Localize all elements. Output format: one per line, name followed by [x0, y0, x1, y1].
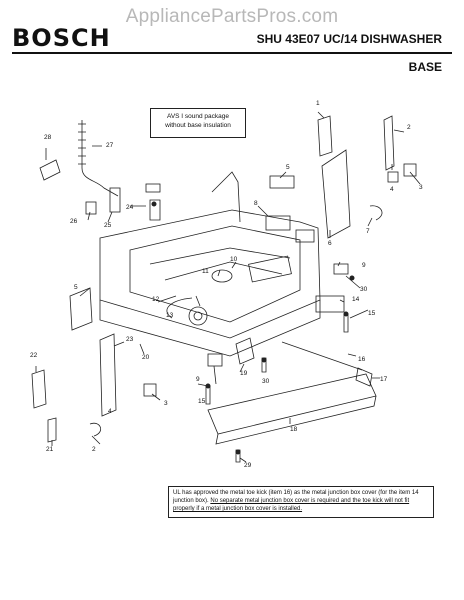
callout-24: 24: [126, 204, 134, 211]
callout-26: 26: [70, 218, 78, 225]
base-tub-front: [99, 300, 321, 357]
callout-18: 18: [290, 426, 298, 433]
pump: [211, 269, 233, 283]
part-24: [149, 199, 161, 221]
callout-25: 25: [104, 222, 112, 229]
callout-30-lower: 30: [262, 378, 270, 385]
screw-15: [343, 311, 349, 317]
watermark: AppliancePartsPros.com: [125, 6, 339, 27]
fill-hose: [81, 120, 119, 197]
part-3: [403, 163, 417, 177]
callout-22: 22: [30, 352, 38, 359]
ul-note-box: UL has approved the metal toe kick (item…: [168, 486, 434, 518]
callout-15-lower: 15: [198, 398, 206, 405]
avs-note-line1: AVS I sound package: [166, 113, 230, 120]
section-title: BASE: [408, 60, 442, 74]
part-22: [31, 369, 47, 409]
callout-3: 3: [419, 184, 423, 191]
fill-hose-coil: [78, 123, 86, 165]
callout-19: 19: [240, 370, 248, 377]
base-tub-rib: [149, 247, 291, 265]
part-2: [383, 115, 395, 171]
part-15-lower: [205, 385, 211, 405]
part-14: [315, 295, 345, 313]
header-rule: [12, 52, 452, 54]
screw-30: [261, 357, 267, 363]
callout-29: 29: [244, 462, 252, 469]
part-6: [321, 149, 351, 239]
cover-plate: [248, 255, 292, 283]
callout-1: 1: [316, 100, 320, 107]
callout-6: 6: [328, 240, 332, 247]
base-tub-inner: [129, 225, 301, 323]
callout-4-lower: 4: [108, 408, 112, 415]
part-9-right: [333, 263, 349, 275]
screw-24: [151, 201, 157, 207]
callout-2: 2: [407, 124, 411, 131]
callout-17: 17: [380, 376, 388, 383]
part-3-lower: [143, 383, 157, 397]
sump: [188, 306, 208, 326]
callout-20: 20: [142, 354, 150, 361]
drain-hose: [166, 297, 193, 319]
callout-7: 7: [366, 228, 370, 235]
callout-16: 16: [358, 356, 366, 363]
part-16: [281, 341, 363, 371]
part-26: [85, 201, 97, 215]
part-21: [47, 417, 57, 443]
part-9-lower: [207, 353, 223, 367]
callout-10: 10: [230, 256, 238, 263]
part-5-left: [69, 287, 93, 331]
screw-15-lower: [205, 383, 211, 389]
base-tub: [99, 209, 321, 339]
part-19: [235, 337, 255, 365]
part-8-right2: [295, 229, 315, 243]
callout-30-right: 30: [360, 286, 368, 293]
part-25: [109, 187, 121, 213]
ul-note-text: UL has approved the metal toe kick (item…: [173, 490, 419, 504]
part-1: [317, 115, 333, 157]
ul-note-warning: No separate metal junction box cover is …: [173, 498, 410, 512]
part-17: [355, 367, 373, 387]
leader-lines: [35, 111, 421, 463]
callout-2-lower: 2: [92, 446, 96, 453]
avs-note-box: AVS I sound package without base insulat…: [150, 108, 246, 138]
sump-inner: [193, 311, 203, 321]
part-2-lower: [89, 422, 102, 437]
part-18-lip: [215, 395, 377, 445]
callout-12: 12: [152, 296, 160, 303]
part-8-right: [265, 215, 291, 231]
avs-note-line2: without base insulation: [165, 122, 231, 129]
callout-9-lower: 9: [196, 376, 200, 383]
callout-13: 13: [166, 312, 174, 319]
brand-logo: BOSCH: [12, 24, 111, 52]
screw-29: [235, 449, 241, 455]
callout-5-right: 5: [286, 164, 290, 171]
part-18: [207, 373, 377, 435]
callout-11: 11: [202, 268, 209, 275]
model-title: SHU 43E07 UC/14 DISHWASHER: [256, 32, 442, 46]
callout-23: 23: [126, 336, 134, 343]
base-tub-rib2: [164, 261, 283, 281]
part-7: [369, 205, 383, 221]
callout-14: 14: [352, 296, 360, 303]
part-15: [343, 313, 349, 333]
callout-5-left: 5: [74, 284, 78, 291]
callout-3-lower: 3: [164, 400, 168, 407]
base-tub-post: [211, 171, 241, 223]
part-23: [99, 333, 117, 417]
callout-4: 4: [390, 186, 394, 193]
callout-8: 8: [254, 200, 258, 207]
callout-9-right: 9: [362, 262, 366, 269]
part-8-small: [145, 183, 161, 193]
callout-15-right: 15: [368, 310, 376, 317]
callout-27: 27: [106, 142, 114, 149]
part-5-right: [269, 175, 295, 189]
screw-30-right: [349, 275, 355, 281]
part-4: [387, 171, 399, 183]
callout-28: 28: [44, 134, 52, 141]
callout-21: 21: [46, 446, 54, 453]
part-28: [39, 159, 61, 181]
